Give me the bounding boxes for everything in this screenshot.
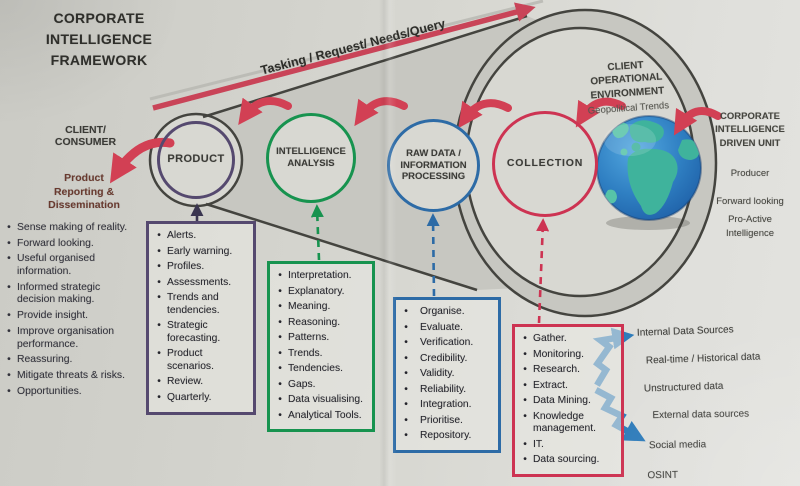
product-items-box: •Alerts. •Early warning. •Profiles. •Assess… (146, 221, 256, 415)
list-item: •Analytical Tools. (278, 409, 362, 421)
list-item: •Sense making of reality. (7, 222, 128, 233)
client-consumer-label: CLIENT/ CONSUMER (54, 124, 117, 148)
list-item: •Trends. (278, 347, 323, 359)
globe-icon (596, 115, 702, 230)
list-item: •Product scenarios. (157, 348, 214, 372)
list-item: •Reassuring. (7, 354, 73, 366)
list-item: •Opportunities. (7, 385, 82, 397)
external-sources-line: Social media (648, 439, 707, 452)
list-item: •Trends and tendencies. (157, 292, 220, 316)
arrow-analysis-to-product (238, 96, 292, 126)
client-operational-environment-label: CLIENT OPERATIONAL ENVIRONMENT Geopoliti… (565, 42, 689, 133)
internal-sources-line: Real-time / Historical data (645, 351, 761, 367)
internal-sources-title: Internal Data Sources (636, 324, 734, 339)
list-item: •Repository. (404, 430, 472, 442)
stage-circle-intelligence-analysis: INTELLIGENCE ANALYSIS (266, 113, 356, 203)
list-item: •Integration. (404, 399, 472, 411)
list-item: •Knowledge management. (523, 410, 596, 435)
list-item: •Mitigate threats & risks. (7, 369, 125, 381)
stage-circle-raw-data: RAW DATA / INFORMATION PROCESSING (387, 119, 480, 212)
list-item: •Improve organisation performance. (7, 325, 115, 350)
list-item: •Profiles. (157, 261, 205, 273)
list-item: •Extract. (523, 379, 568, 391)
list-item: •Early warning. (157, 245, 233, 257)
arrow-rawdata-to-analysis (354, 97, 408, 127)
list-item: •Validity. (404, 368, 455, 380)
list-item: •Informed strategic decision making. (7, 281, 101, 306)
pro-active-intelligence-label: Pro-Active Intelligence (725, 214, 775, 240)
producer-label: Producer (730, 168, 770, 179)
list-item: •Verification. (404, 337, 474, 349)
list-item: •Research. (523, 364, 580, 376)
list-item: •Quarterly. (157, 392, 212, 404)
product-reporting-label: Product Reporting & Dissemination (48, 172, 120, 212)
external-sources-title: External data sources (652, 408, 750, 422)
list-item: •Gaps. (278, 378, 316, 390)
client-outcomes-list: •Sense making of reality. •Forward lookin… (4, 222, 136, 401)
paper-fold-line (149, 0, 544, 101)
list-item: •Review. (157, 376, 204, 388)
list-item: •IT. (523, 438, 544, 450)
funnel-bottom-edge (205, 202, 478, 292)
list-item: •Strategic forecasting. (157, 320, 221, 344)
list-item: •Evaluate. (404, 321, 463, 333)
corporate-intelligence-driven-unit-label: CORPORATE INTELLIGENCE DRIVEN UNIT (715, 111, 785, 149)
list-item: •Meaning. (278, 301, 331, 313)
tasking-arrow (152, 2, 536, 111)
list-item: •Prioritise. (404, 414, 463, 426)
arrow-globe-to-collection (575, 97, 626, 128)
connector-analysis (310, 204, 324, 261)
list-item: •Reasoning. (278, 316, 341, 328)
list-item: •Organise. (404, 306, 465, 317)
connector-collection (536, 218, 550, 324)
list-item: •Interpretation. (278, 270, 352, 281)
forward-looking-label: Forward looking (716, 196, 784, 207)
list-item: •Data visualising. (278, 394, 363, 406)
list-item: •Useful organised information. (7, 253, 95, 278)
arrow-collection-to-rawdata (458, 99, 512, 129)
analysis-items-box: •Interpretation. •Explanatory. •Meaning. •R… (267, 261, 375, 433)
arrow-unit-to-globe (673, 106, 722, 136)
list-item: •Forward looking. (7, 237, 94, 249)
internal-sources-line: Unstructured data (643, 380, 724, 395)
list-item: •Monitoring. (523, 348, 584, 360)
list-item: •Alerts. (157, 230, 197, 241)
collection-items-box: •Gather. •Monitoring. •Research. •Extract. •… (512, 324, 624, 477)
stage-circle-collection: COLLECTION (492, 111, 598, 217)
list-item: •Provide insight. (7, 310, 89, 322)
list-item: •Data sourcing. (523, 454, 600, 466)
list-item: •Assessments. (157, 276, 232, 288)
list-item: •Explanatory. (278, 285, 345, 297)
list-item: •Data Mining. (523, 395, 591, 407)
connector-rawdata (426, 213, 440, 297)
external-data-sources-block: External data sources Social media OSINT (644, 397, 796, 486)
list-item: •Patterns. (278, 332, 330, 344)
external-sources-line: OSINT (647, 469, 679, 482)
list-item: •Tendencies. (278, 363, 343, 375)
diagram-title: CORPORATE INTELLIGENCE FRAMEWORK (45, 10, 153, 68)
list-item: •Reliability. (404, 383, 467, 395)
list-item: •Credibility. (404, 352, 468, 364)
geopolitical-trends-label: Geopolitical Trends (587, 100, 670, 117)
rawdata-items-box: •Organise. •Evaluate. •Verification. •Credi… (393, 297, 501, 453)
list-item: •Gather. (523, 333, 567, 344)
environment-title: CLIENT OPERATIONAL ENVIRONMENT (590, 59, 665, 102)
stage-circle-product: PRODUCT (157, 121, 235, 199)
